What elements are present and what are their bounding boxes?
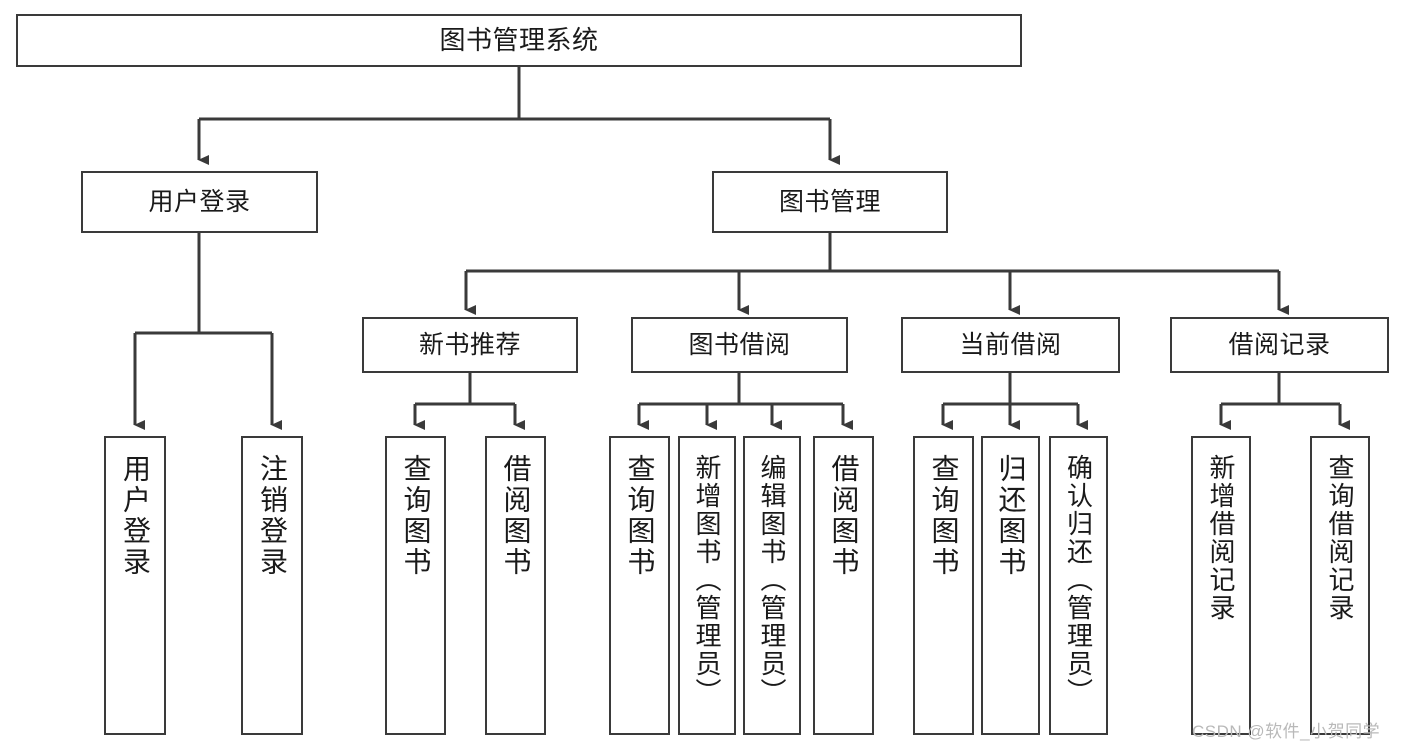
node-leaf-query-book-2[interactable]: 查询图书	[609, 436, 670, 735]
node-leaf-borrow-book-1[interactable]: 借阅图书	[485, 436, 546, 735]
node-label: 编辑图书（管理员）	[757, 454, 787, 706]
node-leaf-borrow-book-2[interactable]: 借阅图书	[813, 436, 874, 735]
node-label: 图书管理	[778, 188, 881, 216]
node-label: 借阅图书	[828, 454, 860, 578]
node-label: 用户登录	[148, 188, 251, 216]
node-root-system[interactable]: 图书管理系统	[16, 14, 1022, 67]
node-leaf-edit-book[interactable]: 编辑图书（管理员）	[743, 436, 801, 735]
node-label: 查询图书	[624, 454, 656, 578]
node-label: 新书推荐	[418, 331, 521, 359]
node-leaf-query-book-1[interactable]: 查询图书	[385, 436, 446, 735]
node-current-borrow[interactable]: 当前借阅	[901, 317, 1120, 373]
node-leaf-confirm-return[interactable]: 确认归还（管理员）	[1049, 436, 1108, 735]
node-leaf-add-record[interactable]: 新增借阅记录	[1191, 436, 1251, 735]
node-label: 借阅记录	[1228, 331, 1331, 359]
node-label: 确认归还（管理员）	[1063, 454, 1094, 706]
node-label: 借阅图书	[500, 454, 532, 578]
node-label: 查询图书	[400, 454, 432, 578]
node-label: 查询图书	[928, 454, 960, 578]
node-label: 查询借阅记录	[1325, 454, 1355, 622]
node-label: 归还图书	[995, 454, 1027, 578]
node-leaf-query-book-3[interactable]: 查询图书	[913, 436, 974, 735]
node-new-book-recommend[interactable]: 新书推荐	[362, 317, 578, 373]
node-label: 当前借阅	[959, 331, 1062, 359]
node-label: 新增借阅记录	[1206, 454, 1236, 622]
node-label: 图书借阅	[688, 331, 791, 359]
node-user-login[interactable]: 用户登录	[81, 171, 318, 233]
node-label: 注销登录	[257, 454, 288, 578]
node-label: 新增图书（管理员）	[692, 454, 722, 706]
node-label: 图书管理系统	[439, 24, 599, 55]
node-leaf-return-book[interactable]: 归还图书	[981, 436, 1040, 735]
node-leaf-query-record[interactable]: 查询借阅记录	[1310, 436, 1370, 735]
node-book-borrow[interactable]: 图书借阅	[631, 317, 848, 373]
node-leaf-add-book[interactable]: 新增图书（管理员）	[678, 436, 736, 735]
node-label: 用户登录	[120, 454, 151, 578]
node-book-manage[interactable]: 图书管理	[712, 171, 948, 233]
node-leaf-user-login[interactable]: 用户登录	[104, 436, 166, 735]
node-borrow-record[interactable]: 借阅记录	[1170, 317, 1389, 373]
node-leaf-logout-login[interactable]: 注销登录	[241, 436, 303, 735]
